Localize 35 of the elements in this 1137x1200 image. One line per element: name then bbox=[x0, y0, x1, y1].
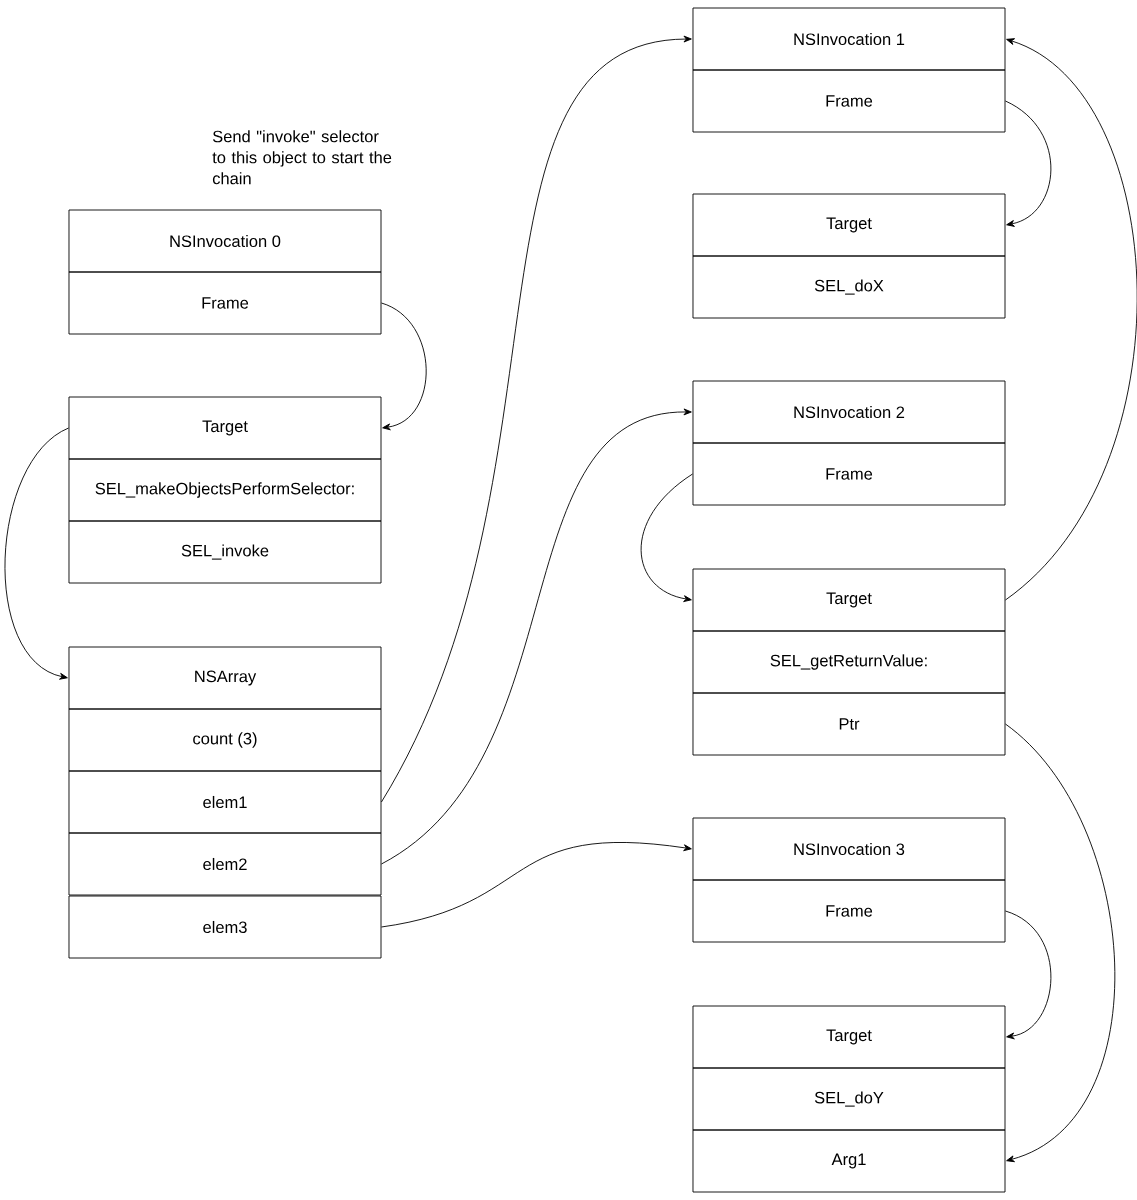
arrow bbox=[640, 473, 693, 603]
cell-box: Target bbox=[68, 396, 382, 460]
cell-box: Frame bbox=[692, 69, 1006, 133]
cell-box: Frame bbox=[692, 442, 1006, 506]
cell-box: SEL_invoke bbox=[68, 520, 382, 584]
cell-box: SEL_makeObjectsPerformSelector: bbox=[68, 458, 382, 522]
cell-box: Target bbox=[692, 193, 1006, 257]
cell-box: NSInvocation 0 bbox=[68, 209, 382, 273]
cell-box: Frame bbox=[692, 879, 1006, 943]
arrow bbox=[381, 408, 692, 865]
note-text: Send "invoke" selector to this object to start the chain bbox=[212, 130, 392, 185]
arrow bbox=[1005, 910, 1052, 1040]
cell-box: NSInvocation 3 bbox=[692, 817, 1006, 881]
cell-box: NSInvocation 2 bbox=[692, 380, 1006, 444]
arrow bbox=[4, 427, 69, 680]
arrow bbox=[1005, 100, 1052, 227]
arrow bbox=[1005, 723, 1116, 1163]
cell-box: Target bbox=[692, 1005, 1006, 1069]
cell-box: Frame bbox=[68, 271, 382, 335]
cell-box: SEL_getReturnValue: bbox=[692, 630, 1006, 694]
cell-box: Ptr bbox=[692, 692, 1006, 756]
cell-box: elem1 bbox=[68, 770, 382, 834]
arrow bbox=[381, 842, 692, 928]
cell-box: Target bbox=[692, 568, 1006, 632]
cell-box: elem2 bbox=[68, 832, 382, 896]
cell-box: SEL_doX bbox=[692, 255, 1006, 319]
arrow bbox=[1005, 38, 1137, 601]
cell-box: SEL_doY bbox=[692, 1067, 1006, 1131]
cell-box: count (3) bbox=[68, 708, 382, 772]
cell-box: NSInvocation 1 bbox=[692, 7, 1006, 71]
arrow bbox=[381, 302, 427, 431]
cell-box: elem3 bbox=[68, 895, 382, 959]
cell-box: NSArray bbox=[68, 646, 382, 710]
arrow bbox=[381, 35, 692, 803]
cell-box: Arg1 bbox=[692, 1129, 1006, 1193]
